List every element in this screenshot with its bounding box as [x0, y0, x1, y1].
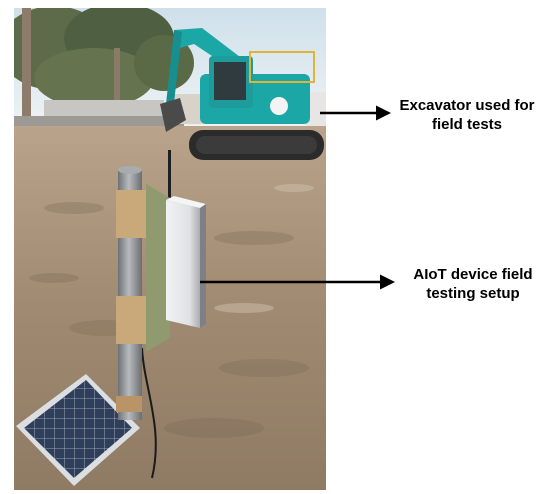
excavator-label: Excavator used for field tests: [392, 96, 542, 134]
aiot-device-label-line1: AIoT device field: [413, 266, 533, 283]
mounting-pole: [116, 166, 146, 420]
circuit-board: [146, 184, 170, 352]
excavator-label-line1: Excavator used for: [399, 97, 535, 114]
aiot-enclosure: [166, 196, 206, 328]
trees: [14, 8, 194, 136]
antenna: [168, 150, 171, 204]
solar-panel: [16, 374, 140, 486]
cable: [141, 347, 157, 479]
excavator-label-line2: field tests: [431, 116, 503, 133]
ground-texture: [29, 202, 309, 438]
field-photo: [14, 8, 326, 490]
aiot-device-label-line2: testing setup: [426, 285, 520, 302]
excavator: [160, 28, 324, 160]
aiot-device-label: AIoT device field testing setup: [398, 265, 548, 303]
